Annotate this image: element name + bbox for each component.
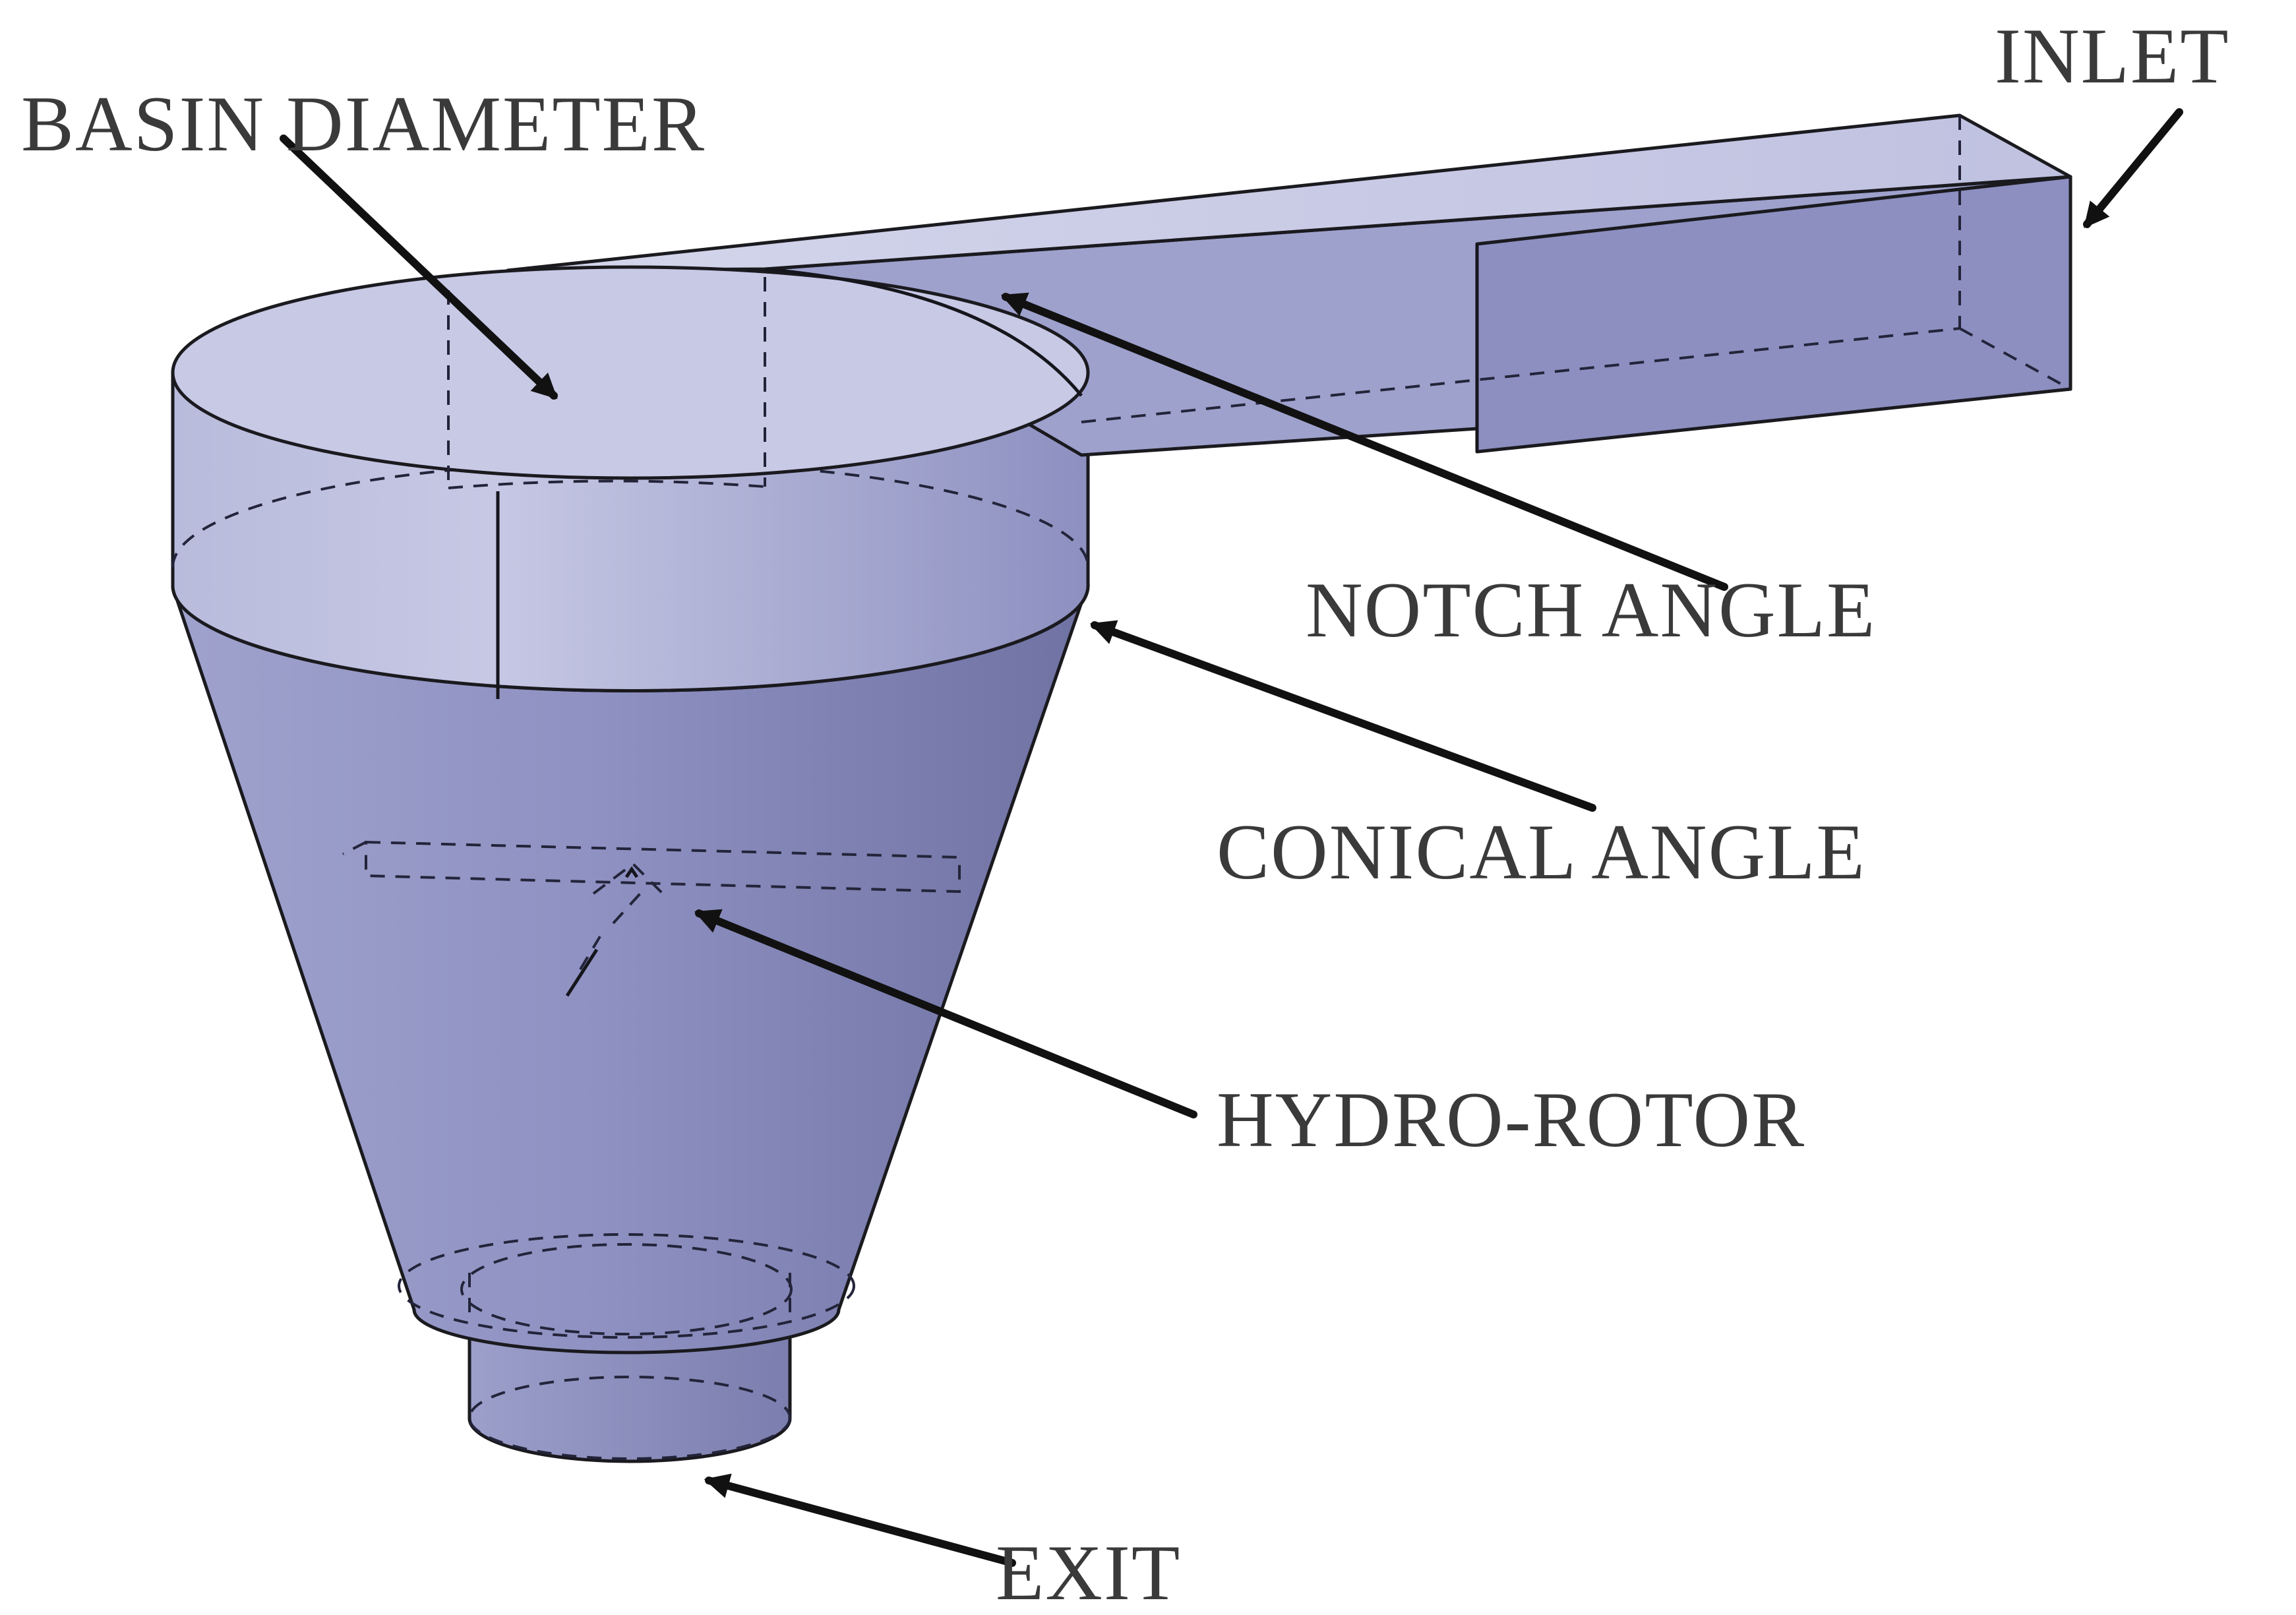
label-conical-angle: CONICAL ANGLE	[1217, 808, 1866, 896]
leader-arrows	[280, 108, 2183, 1567]
exit-pipe	[468, 1321, 792, 1463]
hydro-rotor	[342, 840, 961, 997]
label-exit: EXIT	[996, 1529, 1181, 1615]
arrow-basin-diameter	[280, 135, 558, 400]
conical-section	[171, 582, 1090, 1355]
basin-top	[171, 265, 1090, 489]
label-basin-diameter: BASIN DIAMETER	[21, 80, 706, 168]
arrow-notch-angle	[1000, 292, 1728, 591]
labels: INLET BASIN DIAMETER NOTCH ANGLE CONICAL…	[21, 12, 2230, 1615]
arrow-inlet	[2083, 108, 2183, 228]
inlet-channel	[506, 113, 2072, 457]
arrow-hydro-rotor	[694, 909, 1197, 1118]
arrow-exit	[704, 1473, 1016, 1567]
label-hydro-rotor: HYDRO-ROTOR	[1217, 1076, 1805, 1163]
label-notch-angle: NOTCH ANGLE	[1306, 566, 1876, 654]
arrow-conical-angle	[1089, 620, 1596, 812]
label-inlet: INLET	[1995, 12, 2230, 100]
